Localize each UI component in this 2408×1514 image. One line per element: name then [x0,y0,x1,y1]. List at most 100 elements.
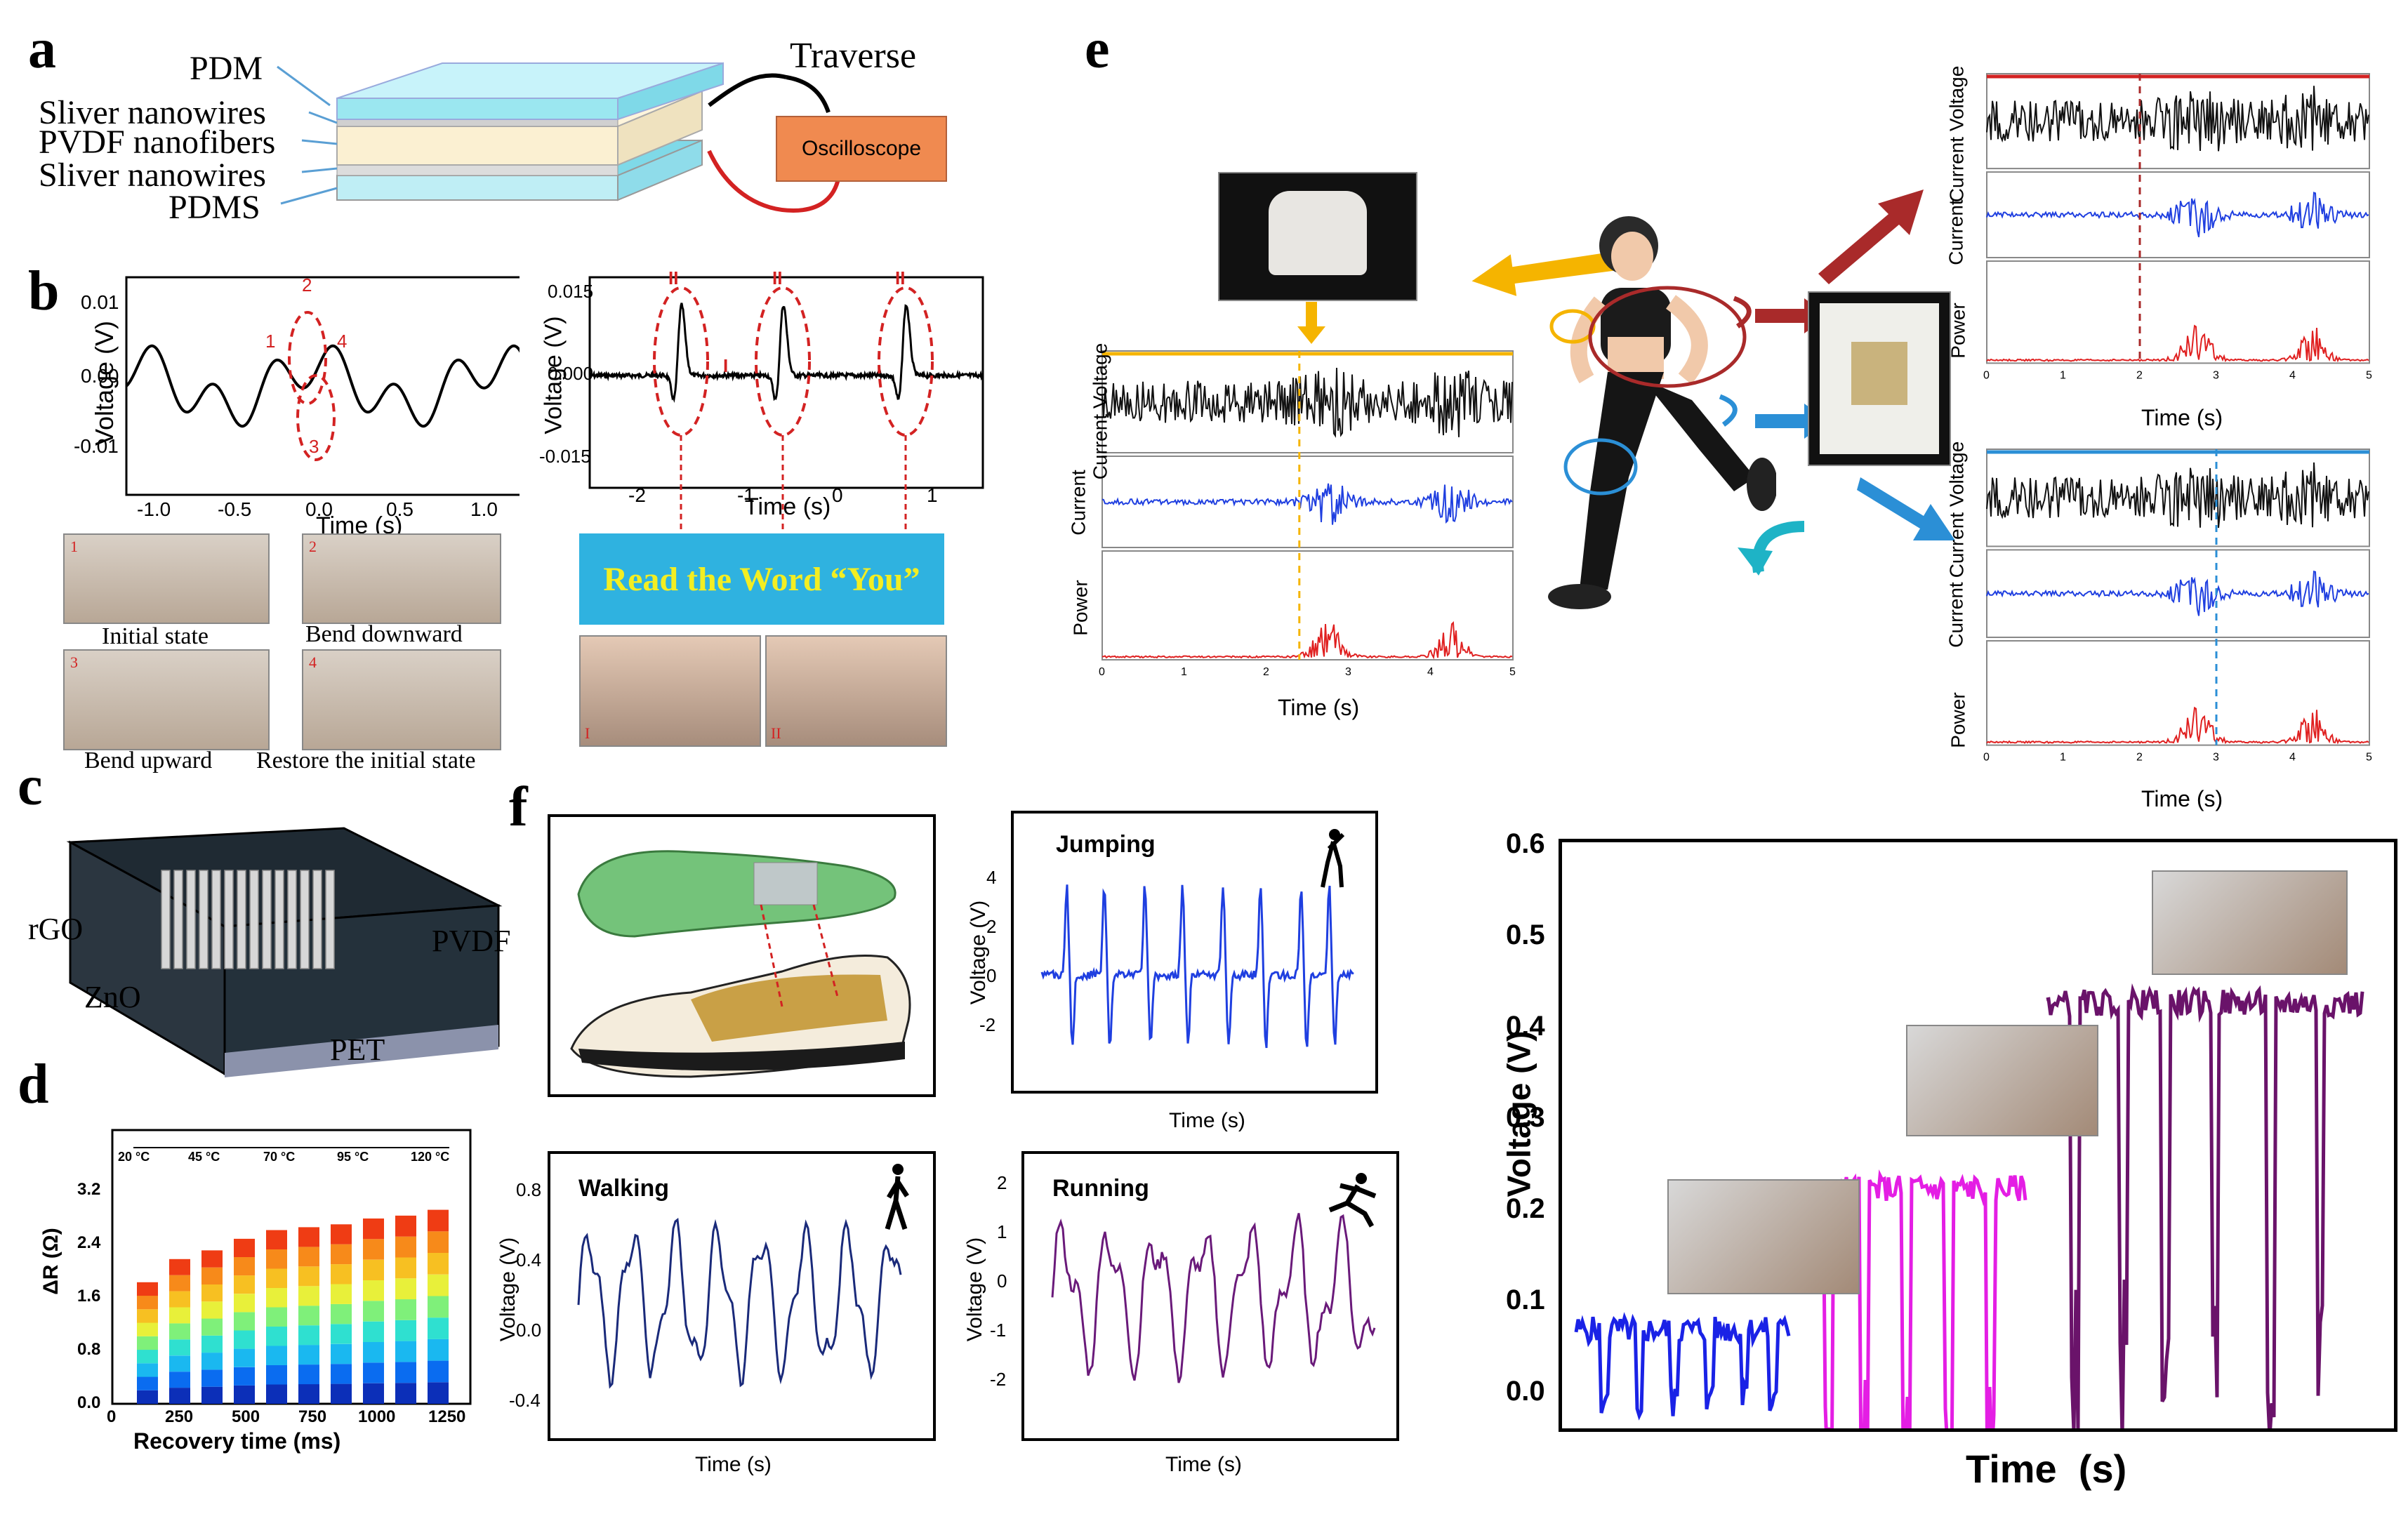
walking-ytick-3: -0.4 [509,1390,541,1411]
b-left-marker-4: 4 [337,331,347,352]
b-right-ytick-1: 0.000 [548,363,594,384]
running-ytick-0: 2 [997,1172,1007,1193]
running-ytick-1: 1 [997,1221,1007,1242]
jumping-ytick-1: 2 [986,916,997,937]
layer-label-pvdf: PVDF nanofibers [39,124,276,161]
running-plot-box: Running [1021,1151,1399,1441]
arm-voltage-plot-box [1559,839,2397,1493]
walker-icon [880,1162,915,1233]
big-ytick-0: 0.6 [1506,828,1545,859]
panel-c-device: rGO ZnO PVDF PET [14,800,520,1081]
e1-ylabel-c: Current [1067,470,1090,536]
b-left-marker-2: 2 [302,274,312,296]
running-ytick-4: -2 [990,1369,1007,1390]
oscilloscope-label: Oscilloscope [801,137,922,160]
b-left-ytick-0: 0.01 [81,291,119,313]
read-word-text: Read the Word “You” [603,560,920,598]
svg-text:4: 4 [2289,752,2296,764]
arrows-glove [1297,253,1629,344]
panel-label-f: f [509,776,528,838]
c-label-rgo: rGO [28,912,84,946]
svg-text:4: 4 [1427,666,1434,678]
running-ylabel: Voltage (V) [963,1237,987,1342]
b-right-xtick-1: -1 [737,484,755,506]
panel-label-d: d [18,1054,49,1115]
rotate-icon [1738,521,1805,576]
b-right-xtick-3: 1 [927,484,938,506]
layer-label-silver-bottom: Sliver nanowires [39,157,266,194]
svg-text:2: 2 [1263,666,1269,678]
svg-text:5: 5 [2366,369,2372,381]
mouth-photo-1: I [579,635,761,747]
jumping-plot-box: Jumping [1011,811,1378,1094]
walking-xlabel: Time (s) [695,1453,772,1476]
svg-text:3: 3 [2213,369,2219,381]
b-left-xtick-2: 0.0 [305,498,333,520]
walking-plot-box: Walking [548,1151,936,1441]
d-temp-2: 70 °C [263,1150,296,1164]
b-right-xlabel: Time (s) [744,493,831,520]
e2-ylabel-v: Current Voltage [1945,65,1968,203]
b-left-ytick-1: 0.00 [81,365,119,387]
kneepad-photo [1808,291,1951,466]
d-xtick-0: 0 [107,1407,117,1426]
jumper-icon [1319,828,1347,891]
b-left-xtick-1: -0.5 [218,498,252,520]
svg-text:1: 1 [2060,752,2066,764]
big-xlabel: Time (s) [1966,1447,2127,1491]
finger-photo-2: 2 [302,533,501,624]
runner-figure [1509,197,1778,618]
svg-text:2: 2 [2136,752,2143,764]
e3-ylabel-p: Power [1947,692,1969,748]
e3-ylabel-c: Current [1945,582,1967,648]
walking-title: Walking [578,1175,670,1202]
running-ytick-2: 0 [997,1270,1007,1291]
finger-photo-3: 3 [63,649,270,750]
svg-text:1: 1 [1181,666,1187,678]
walking-ytick-0: 0.8 [516,1179,542,1200]
d-ytick-0: 0.0 [77,1393,101,1412]
big-ytick-4: 0.2 [1506,1193,1545,1224]
d-xtick-3: 750 [298,1407,327,1426]
svg-text:5: 5 [2366,752,2372,764]
b-right-xtick-0: -2 [628,484,646,506]
arm-photo-2 [1906,1025,2098,1136]
svg-text:0: 0 [1099,666,1105,678]
arrow-blue-down [1857,477,1955,540]
finger-caption-1: Initial state [102,623,209,649]
finger-caption-4: Restore the initial state [256,748,476,773]
e2-ylabel-c: Current [1945,199,1967,265]
panel-label-a: a [28,18,56,80]
oscilloscope-box: Oscilloscope [776,116,947,182]
d-xtick-1: 250 [165,1407,194,1426]
running-xlabel: Time (s) [1165,1453,1242,1476]
panel-a-layer-diagram: PDM Sliver nanowires PVDF nanofibers Sli… [0,0,983,260]
d-temp-0: 20 °C [118,1150,150,1164]
e1-xlabel: Time (s) [1278,695,1360,720]
d-temp-1: 45 °C [188,1150,220,1164]
e1-ylabel-p: Power [1069,580,1092,636]
panel-d-chart: 20 °C 45 °C 70 °C 95 °C 120 °C ΔR (Ω) 0.… [28,1116,477,1467]
e3-xlabel: Time (s) [2141,786,2223,811]
svg-text:0: 0 [1983,752,1990,764]
shoe-illustration [548,814,936,1097]
traverse-label: Traverse [790,36,917,76]
arm-photo-1 [1667,1179,1860,1294]
e3-ylabel-v: Current Voltage [1945,441,1968,578]
finger-caption-2: Bend downward [305,621,463,647]
jumping-ytick-3: -2 [979,1014,996,1035]
panel-label-c: c [18,755,43,817]
d-xlabel: Recovery time (ms) [133,1428,341,1454]
d-temp-3: 95 °C [337,1150,369,1164]
arrow-red-up [1818,190,1924,284]
d-xtick-5: 1250 [428,1407,466,1426]
big-ytick-2: 0.4 [1506,1011,1545,1042]
e2-xlabel: Time (s) [2141,405,2223,430]
c-label-pet: PET [330,1032,385,1067]
running-ytick-3: -1 [990,1320,1007,1341]
curl-icon-red [1733,296,1752,328]
jumping-xlabel: Time (s) [1169,1109,1245,1132]
b-right-marker-3: II [895,267,905,288]
